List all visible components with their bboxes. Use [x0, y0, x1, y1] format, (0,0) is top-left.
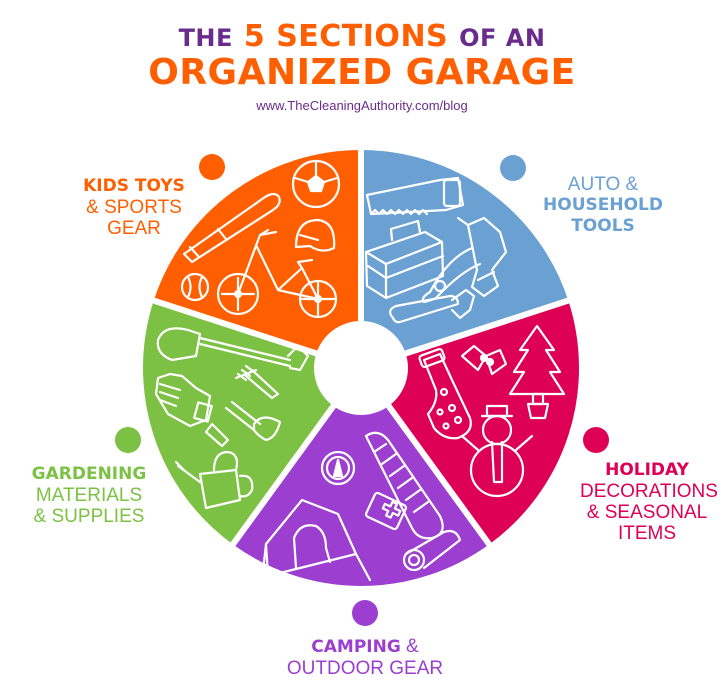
holiday-section-label: HOLIDAY DECORATIONS & SEASONAL ITEMS — [580, 460, 718, 544]
auto-label-pre: AUTO & — [567, 174, 639, 195]
auto-label-bold: HOUSEHOLD — [543, 195, 663, 215]
helmet-icon — [294, 218, 336, 252]
holly-icon — [460, 344, 508, 376]
kids-label-line2: & SPORTS — [86, 197, 182, 218]
compass-icon — [320, 450, 356, 486]
camping-label-amp: & — [400, 636, 419, 657]
title-the: THE — [178, 24, 233, 52]
tent-icon — [260, 498, 372, 582]
baseball-icon — [180, 272, 210, 302]
gardening-section-dot — [115, 427, 141, 453]
holiday-label-line4: ITEMS — [617, 523, 677, 544]
camping-section-label: CAMPING & OUTDOOR GEAR — [280, 636, 450, 679]
bicycle-icon — [216, 228, 338, 319]
title-line-1: THE 5 SECTIONS OF AN — [0, 20, 724, 55]
camping-label-line2: OUTDOOR GEAR — [286, 658, 444, 679]
kids-label-bold: KIDS TOYS — [83, 176, 185, 196]
toolbox-icon — [364, 219, 445, 300]
sleeping-bag-icon — [364, 431, 444, 540]
blog-url[interactable]: www.TheCleaningAuthority.com/blog — [256, 98, 468, 113]
title-highlight: 5 SECTIONS — [243, 19, 449, 54]
kids-section-dot — [199, 154, 225, 180]
auto-segment — [358, 143, 575, 373]
gardening-label-line2: MATERIALS — [35, 485, 143, 506]
title-of-an: OF AN — [459, 24, 546, 52]
camping-section-dot — [352, 600, 378, 626]
gardening-label-line3: & SUPPLIES — [33, 506, 145, 527]
shovel-icon — [156, 327, 310, 372]
wheel-center-hole — [314, 321, 408, 415]
gloves-icon — [154, 372, 213, 428]
holiday-label-bold: HOLIDAY — [605, 460, 689, 480]
title-line-2: ORGANIZED GARAGE — [148, 52, 576, 93]
holiday-section-dot — [583, 427, 609, 453]
wrench-icon — [389, 288, 476, 324]
drill-icon — [456, 216, 508, 298]
snowman-icon — [460, 404, 534, 498]
camping-label-bold: CAMPING — [311, 637, 401, 657]
gardening-label-bold: GARDENING — [31, 464, 147, 484]
trowel-icon — [204, 400, 282, 448]
stocking-icon — [418, 348, 472, 440]
saw-icon — [365, 176, 465, 216]
soccer-ball-icon — [291, 159, 341, 209]
auto-section-label: AUTO & HOUSEHOLD TOOLS — [543, 174, 663, 237]
kids-segment — [147, 143, 364, 373]
sleeping-mat-icon — [402, 529, 462, 572]
gardening-section-label: GARDENING MATERIALS & SUPPLIES — [24, 464, 154, 527]
first-aid-kit-icon — [364, 491, 408, 531]
auto-section-dot — [500, 155, 526, 181]
watering-can-icon — [174, 450, 254, 510]
baseball-bat-icon — [182, 192, 281, 264]
holiday-label-line2: DECORATIONS — [580, 481, 718, 502]
hand-rake-icon — [234, 364, 280, 400]
auto-label-bold2: TOOLS — [571, 216, 635, 236]
kids-label-line3: GEAR — [107, 218, 161, 239]
christmas-tree-icon — [508, 324, 566, 420]
holiday-label-line3: & SEASONAL — [586, 502, 708, 523]
kids-section-label: KIDS TOYS & SPORTS GEAR — [70, 176, 198, 239]
